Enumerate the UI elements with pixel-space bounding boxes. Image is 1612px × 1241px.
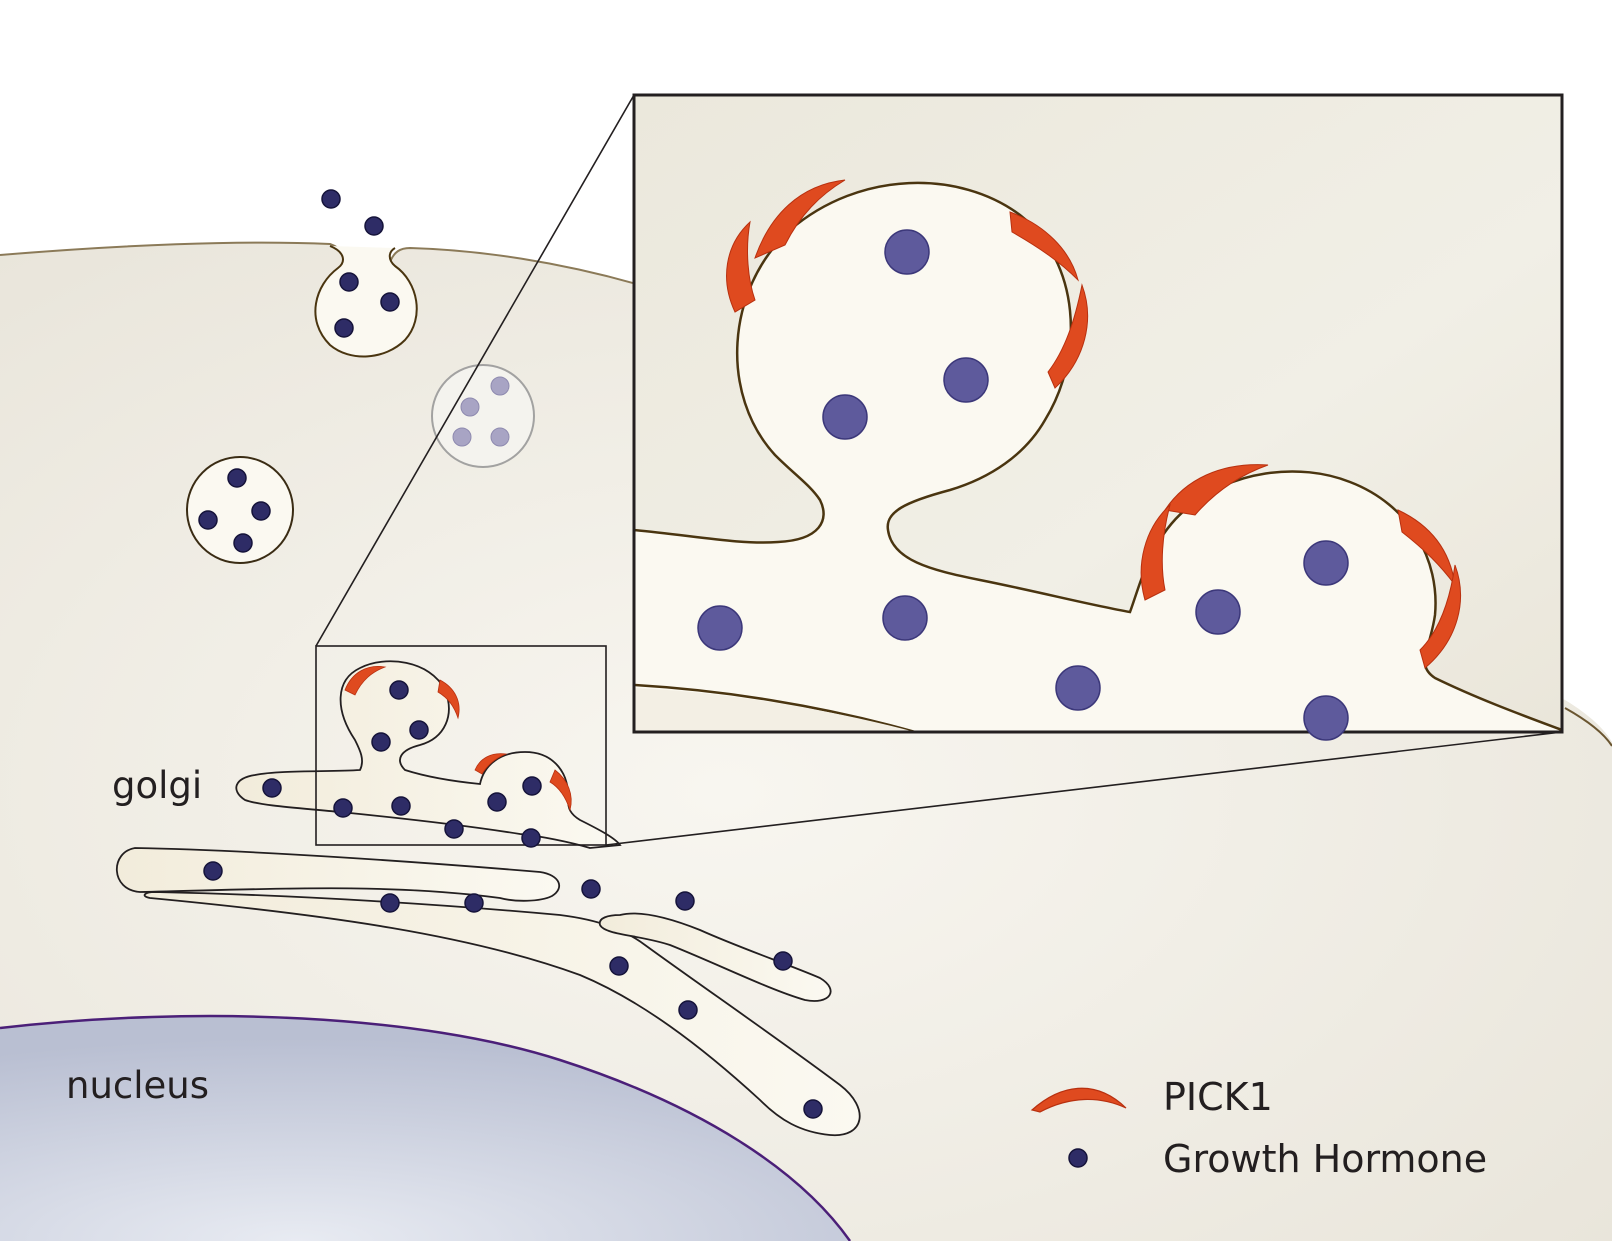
- pick1-icon: [474, 753, 508, 775]
- growth-hormone-dot: [1303, 695, 1349, 741]
- growth-hormone-dot: [364, 216, 384, 236]
- zoom-panel: [632, 93, 1564, 734]
- growth-hormone-dot: [333, 798, 353, 818]
- growth-hormone-group-zoom: [697, 229, 1349, 741]
- growth-hormone-dot: [391, 796, 411, 816]
- pick1-icon: [1419, 564, 1461, 669]
- growth-hormone-group-faded: [452, 376, 510, 447]
- growth-hormone-dot: [198, 510, 218, 530]
- golgi-cisterna-middle: [115, 847, 561, 902]
- growth-hormone-group: [198, 189, 823, 1119]
- pick1-icon: [726, 220, 756, 313]
- growth-hormone-dot: [521, 828, 541, 848]
- pick1-icon: [1164, 464, 1269, 516]
- legend-label-pick1: PICK1: [1163, 1075, 1273, 1119]
- growth-hormone-dot: [1303, 540, 1349, 586]
- pick1-arc-icon: [1030, 1087, 1127, 1113]
- pick1-icon: [344, 665, 387, 696]
- golgi-label: golgi: [112, 764, 202, 807]
- growth-hormone-dot: [822, 394, 868, 440]
- growth-hormone-dot: [380, 893, 400, 913]
- plasma-membrane-far-right: [1564, 707, 1612, 747]
- growth-hormone-dot: [581, 879, 601, 899]
- growth-hormone-dot: [487, 792, 507, 812]
- pick1-group-zoom: [726, 179, 1461, 669]
- zoom-source-box: [315, 645, 607, 846]
- growth-hormone-dot: [409, 720, 429, 740]
- legend-label-growth-hormone: Growth Hormone: [1163, 1137, 1487, 1181]
- growth-hormone-dot: [943, 357, 989, 403]
- growth-hormone-dot: [321, 189, 341, 209]
- golgi-cisterna-branch: [598, 912, 832, 1002]
- growth-hormone-dot: [522, 776, 542, 796]
- pick1-icon: [437, 679, 460, 720]
- growth-hormone-dot: [1195, 589, 1241, 635]
- pick1-icon: [1047, 283, 1089, 389]
- pick1-icon: [549, 769, 572, 812]
- growth-hormone-dot: [678, 1000, 698, 1020]
- growth-hormone-dot: [380, 292, 400, 312]
- growth-hormone-dot: [490, 427, 510, 447]
- growth-hormone-dot: [452, 427, 472, 447]
- growth-hormone-dot: [444, 819, 464, 839]
- growth-hormone-dot: [882, 595, 928, 641]
- nuclear-envelope: [0, 1014, 852, 1241]
- growth-hormone-dot: [697, 605, 743, 651]
- growth-hormone-dot: [262, 778, 282, 798]
- growth-hormone-dot: [251, 501, 271, 521]
- cell-cytoplasm: [0, 242, 1612, 1241]
- growth-hormone-dot: [490, 376, 510, 396]
- zoom-lumen-shade: [634, 688, 915, 732]
- growth-hormone-dot: [803, 1099, 823, 1119]
- plasma-membrane-right: [389, 246, 641, 286]
- growth-hormone-dot: [339, 272, 359, 292]
- legend: PICK1 Growth Hormone: [1030, 1075, 1487, 1181]
- growth-hormone-dot: [460, 397, 480, 417]
- growth-hormone-dot: [884, 229, 930, 275]
- growth-hormone-dot: [203, 861, 223, 881]
- pick1-icon: [754, 179, 846, 259]
- growth-hormone-dot: [389, 680, 409, 700]
- growth-hormone-dot: [371, 732, 391, 752]
- growth-hormone-dot: [464, 893, 484, 913]
- pick1-icon: [1009, 211, 1079, 282]
- zoom-line-bottom: [605, 731, 1563, 846]
- secretory-vesicle: [186, 456, 294, 564]
- growth-hormone-dot: [675, 891, 695, 911]
- growth-hormone-dot: [334, 318, 354, 338]
- secretory-vesicle-faded: [431, 364, 535, 468]
- zoom-golgi-lower-edge: [634, 683, 916, 732]
- zoom-line-top: [315, 94, 635, 647]
- golgi-cisterna-top: [235, 660, 622, 849]
- growth-hormone-dot: [227, 468, 247, 488]
- nucleus: [0, 1016, 850, 1241]
- growth-hormone-dot: [233, 533, 253, 553]
- growth-hormone-dot: [773, 951, 793, 971]
- pick1-group-golgi: [344, 665, 572, 812]
- growth-hormone-dot: [609, 956, 629, 976]
- growth-hormone-dot: [1055, 665, 1101, 711]
- golgi-cisterna-lower: [143, 891, 861, 1136]
- pick1-icon: [1140, 503, 1171, 601]
- growth-hormone-dot-icon: [1068, 1148, 1088, 1168]
- nucleus-label: nucleus: [66, 1064, 209, 1107]
